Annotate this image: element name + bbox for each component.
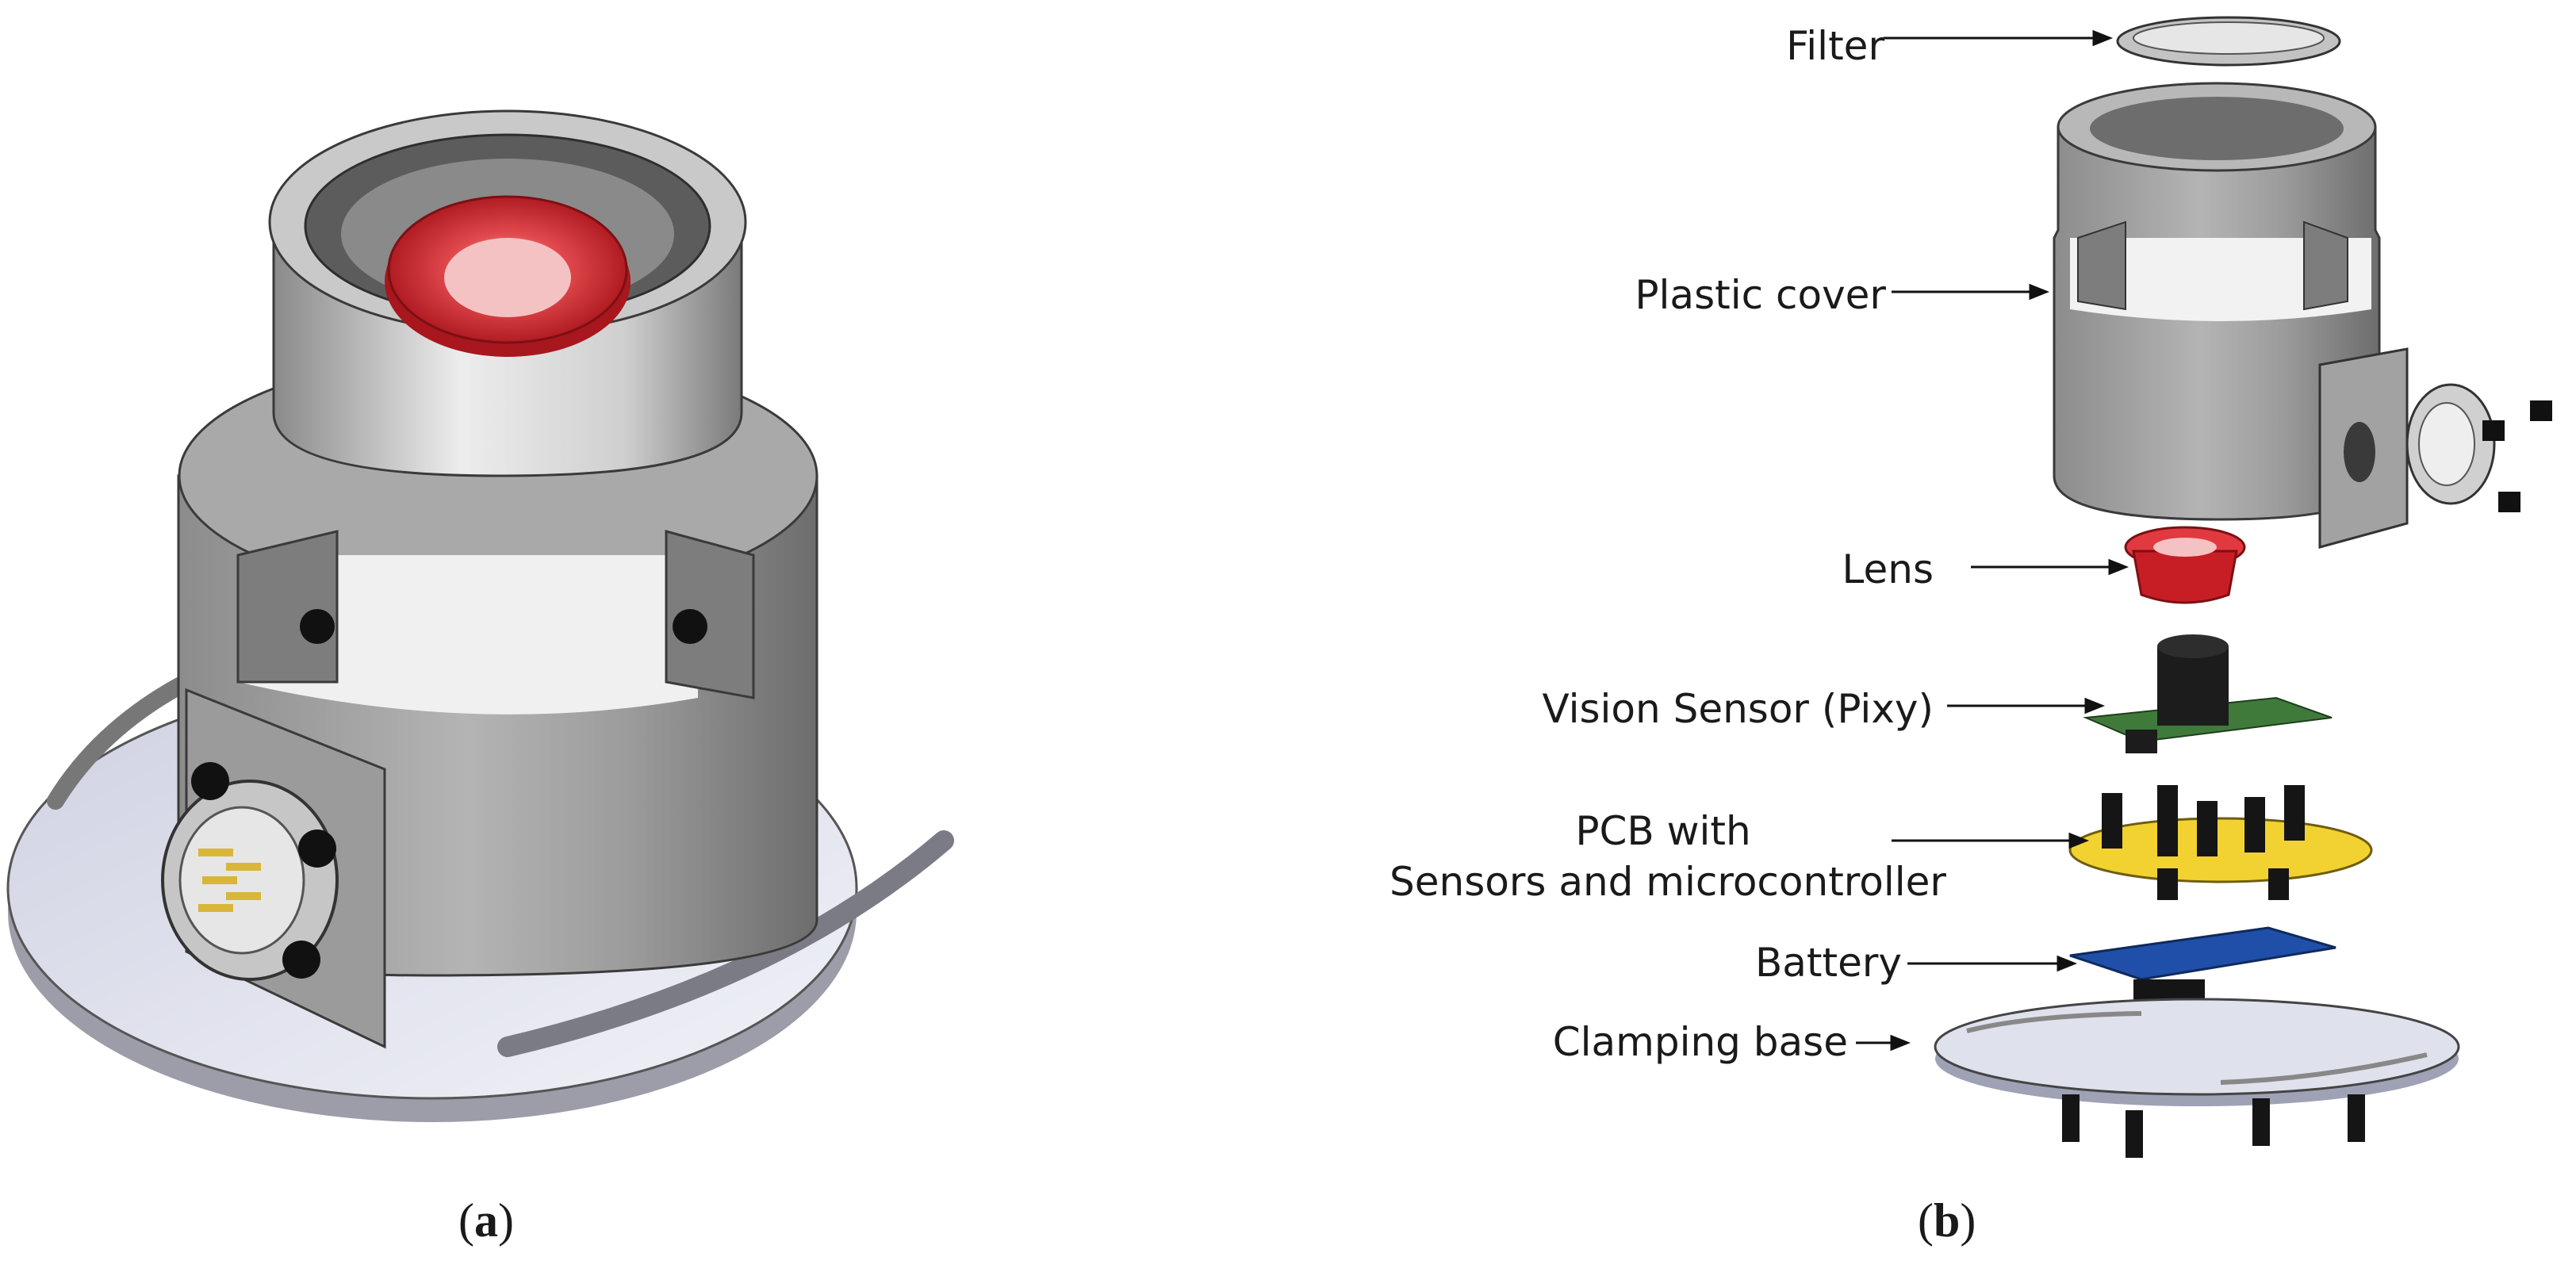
label-plastic-cover: Plastic cover <box>1635 272 1886 318</box>
exploded-view-illustration <box>1856 16 2552 1158</box>
label-pcb-line1: PCB with <box>1575 808 1751 854</box>
caption-b-close: ) <box>1960 1194 1976 1247</box>
caption-a-close: ) <box>497 1194 514 1247</box>
lens-red <box>385 195 631 357</box>
lens-part <box>2124 526 2246 604</box>
caption-b-letter: b <box>1933 1194 1961 1247</box>
pcb-part <box>2068 785 2373 900</box>
label-lens: Lens <box>1842 546 1934 592</box>
plastic-cover-part <box>2053 82 2552 549</box>
label-clamping-base: Clamping base <box>1552 1019 1848 1065</box>
label-filter: Filter <box>1786 23 1884 69</box>
label-vision-sensor: Vision Sensor (Pixy) <box>1542 686 1934 732</box>
caption-panel-b: (b) <box>1918 1193 1976 1248</box>
caption-a-letter: a <box>473 1194 498 1247</box>
clamping-base-part <box>1934 998 2460 1158</box>
caption-a-open: ( <box>458 1194 474 1247</box>
caption-b-open: ( <box>1918 1194 1934 1247</box>
leader-arrows <box>1856 29 2129 1052</box>
filter-part <box>2116 16 2341 67</box>
caption-panel-a: (a) <box>458 1193 514 1248</box>
vision-sensor-part <box>2083 634 2333 753</box>
label-pcb-line2: Sensors and microcontroller <box>1390 859 1946 905</box>
label-battery: Battery <box>1754 940 1902 986</box>
side-connector <box>161 688 386 1049</box>
assembled-sensor-illustration <box>6 109 954 1122</box>
